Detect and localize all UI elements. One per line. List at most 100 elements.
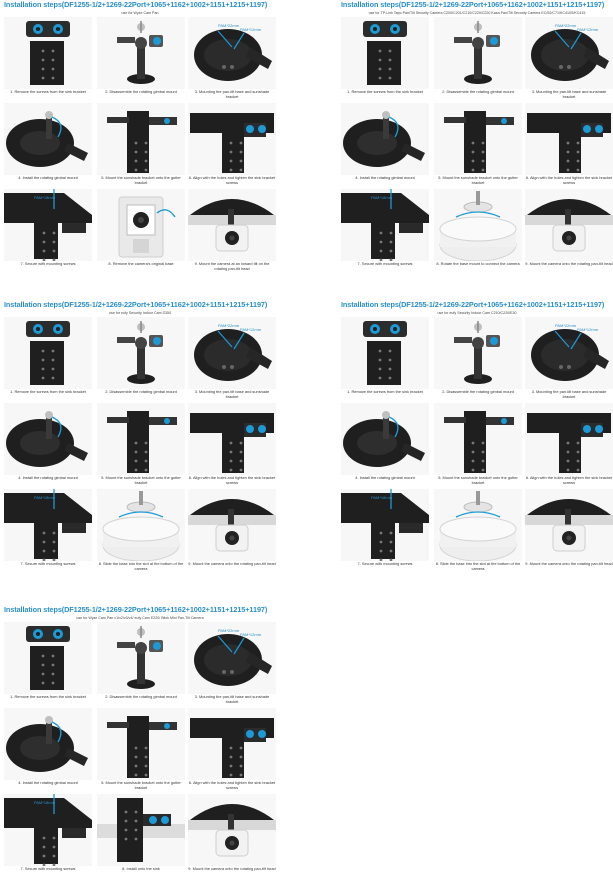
step-caption: 2. Disassemble the rotating gimbal mount [442,89,514,94]
step-card: 5. Mount the sunshade bracket onto the g… [434,103,522,191]
panel-subtitle: use for Wyze Cam Pan [121,11,159,15]
step-card: 4. Install the rotating gimbal mount [4,103,92,191]
step-illustration [97,794,185,866]
instruction-panel: Installation steps(DF1255-1/2+1269-22Por… [4,0,276,270]
step-card: 1. Remove the screws from the sink brack… [4,17,92,105]
step-card: 4. Install the rotating gimbal mount [4,403,92,491]
step-caption: 4. Install the rotating gimbal mount [18,780,78,785]
step-card: 6. Align with the holes and tighten the … [188,708,276,796]
panel-title: Installation steps(DF1255-1/2+1269-22Por… [4,605,268,614]
step-caption: 7. Secure with mounting screws [357,561,413,566]
step-card: PAM*18mm 7. Secure with mounting screws [4,189,92,277]
step-illustration [4,17,92,89]
step-caption: 5. Mount the sunshade bracket onto the g… [438,475,518,485]
step-caption: 1. Remove the screws from the sink brack… [10,694,86,699]
step-illustration [188,489,276,561]
step-card: 9. Mount the camera onto the rotating pa… [525,189,613,277]
step-illustration [434,489,522,561]
svg-text:PAM*12mm: PAM*12mm [577,27,599,32]
svg-text:PAM*12mm: PAM*12mm [240,27,262,32]
step-caption: 6. Align with the holes and tighten the … [525,475,613,485]
step-illustration [188,189,276,261]
svg-text:PAM*22mm: PAM*22mm [218,628,240,633]
svg-text:PAM*22mm: PAM*22mm [218,323,240,328]
step-caption: 6. Align with the holes and tighten the … [188,780,276,790]
step-illustration [4,403,92,475]
svg-text:PAM*22mm: PAM*22mm [218,23,240,28]
step-illustration [4,708,92,780]
svg-text:PAM*12mm: PAM*12mm [577,327,599,332]
step-card: 8. Install onto the sink [97,794,185,882]
step-illustration [525,103,613,175]
step-illustration [188,103,276,175]
step-caption: 8. Slide the base into the slot at the b… [435,561,521,571]
step-caption: 9. Mount the camera onto the rotating pa… [525,561,613,566]
step-card: 8. Remove the camera's original base [97,189,185,277]
step-caption: 9. Mount the camera onto the rotating pa… [188,866,276,871]
step-card: 8. Slide the base into the slot at the b… [97,489,185,577]
step-caption: 5. Mount the sunshade bracket onto the g… [101,475,181,485]
step-card: 2. Disassemble the rotating gimbal mount [97,17,185,105]
step-card: 4. Install the rotating gimbal mount [341,403,429,491]
svg-text:PAM*22mm: PAM*22mm [555,23,577,28]
step-card: 8. Slide the base into the slot at the b… [434,489,522,577]
step-illustration [341,403,429,475]
step-caption: 5. Mount the sunshade bracket onto the g… [101,175,181,185]
step-illustration [341,317,429,389]
step-caption: 8. Remove the camera's original base [108,261,174,266]
step-card: 6. Align with the holes and tighten the … [188,403,276,491]
step-illustration [97,489,185,561]
step-card: 5. Mount the sunshade bracket onto the g… [434,403,522,491]
step-caption: 4. Install the rotating gimbal mount [355,175,415,180]
step-caption: 5. Mount the sunshade bracket onto the g… [438,175,518,185]
step-caption: 1. Remove the screws from the sink brack… [10,89,86,94]
step-caption: 8. Slide the base into the slot at the b… [98,561,184,571]
step-caption: 2. Disassemble the rotating gimbal mount [105,694,177,699]
step-card: 6. Align with the holes and tighten the … [188,103,276,191]
step-caption: 2. Disassemble the rotating gimbal mount [105,389,177,394]
step-illustration [4,103,92,175]
instruction-panel: Installation steps(DF1255-1/2+1269-22Por… [4,605,276,871]
panel-subtitle: use for eufy Security Indoor Cam C210/C2… [437,311,517,315]
panel-title: Installation steps(DF1255-1/2+1269-22Por… [341,0,605,9]
step-illustration [434,103,522,175]
svg-text:PAM*18mm: PAM*18mm [34,800,56,805]
step-illustration [4,317,92,389]
step-caption: 1. Remove the screws from the sink brack… [347,389,423,394]
svg-text:PAM*12mm: PAM*12mm [240,632,262,637]
step-illustration [525,403,613,475]
step-illustration [434,317,522,389]
step-illustration: PAM*18mm [4,489,92,561]
step-illustration: PAM*18mm [4,189,92,261]
step-caption: 6. Align with the holes and tighten the … [188,175,276,185]
step-card: 1. Remove the screws from the sink brack… [341,317,429,405]
panel-subtitle: use for Wyze Cam Pan v1/v2/v3/v4/ eufy C… [76,616,204,620]
step-card: 6. Align with the holes and tighten the … [525,403,613,491]
step-caption: 4. Install the rotating gimbal mount [355,475,415,480]
step-card: 9. Mount the camera onto the rotating pa… [188,794,276,882]
svg-text:PAM*18mm: PAM*18mm [34,495,56,500]
step-caption: 1. Remove the screws from the sink brack… [347,89,423,94]
step-caption: 6. Align with the holes and tighten the … [525,175,613,185]
step-caption: 6. Align with the holes and tighten the … [188,475,276,485]
svg-text:PAM*18mm: PAM*18mm [34,195,56,200]
step-caption: 3. Mounting the pan-tilt base and sunsha… [531,89,607,99]
step-caption: 1. Remove the screws from the sink brack… [10,389,86,394]
step-card: PAM*18mm 7. Secure with mounting screws [4,794,92,882]
step-card: 9. Mount the camera onto the rotating pa… [188,489,276,577]
step-caption: 7. Secure with mounting screws [20,866,76,871]
step-caption: 3. Mounting the pan-tilt base and sunsha… [194,89,270,99]
step-card: 2. Disassemble the rotating gimbal mount [434,317,522,405]
step-caption: 7. Secure with mounting screws [20,261,76,266]
panel-title: Installation steps(DF1255-1/2+1269-22Por… [4,300,268,309]
